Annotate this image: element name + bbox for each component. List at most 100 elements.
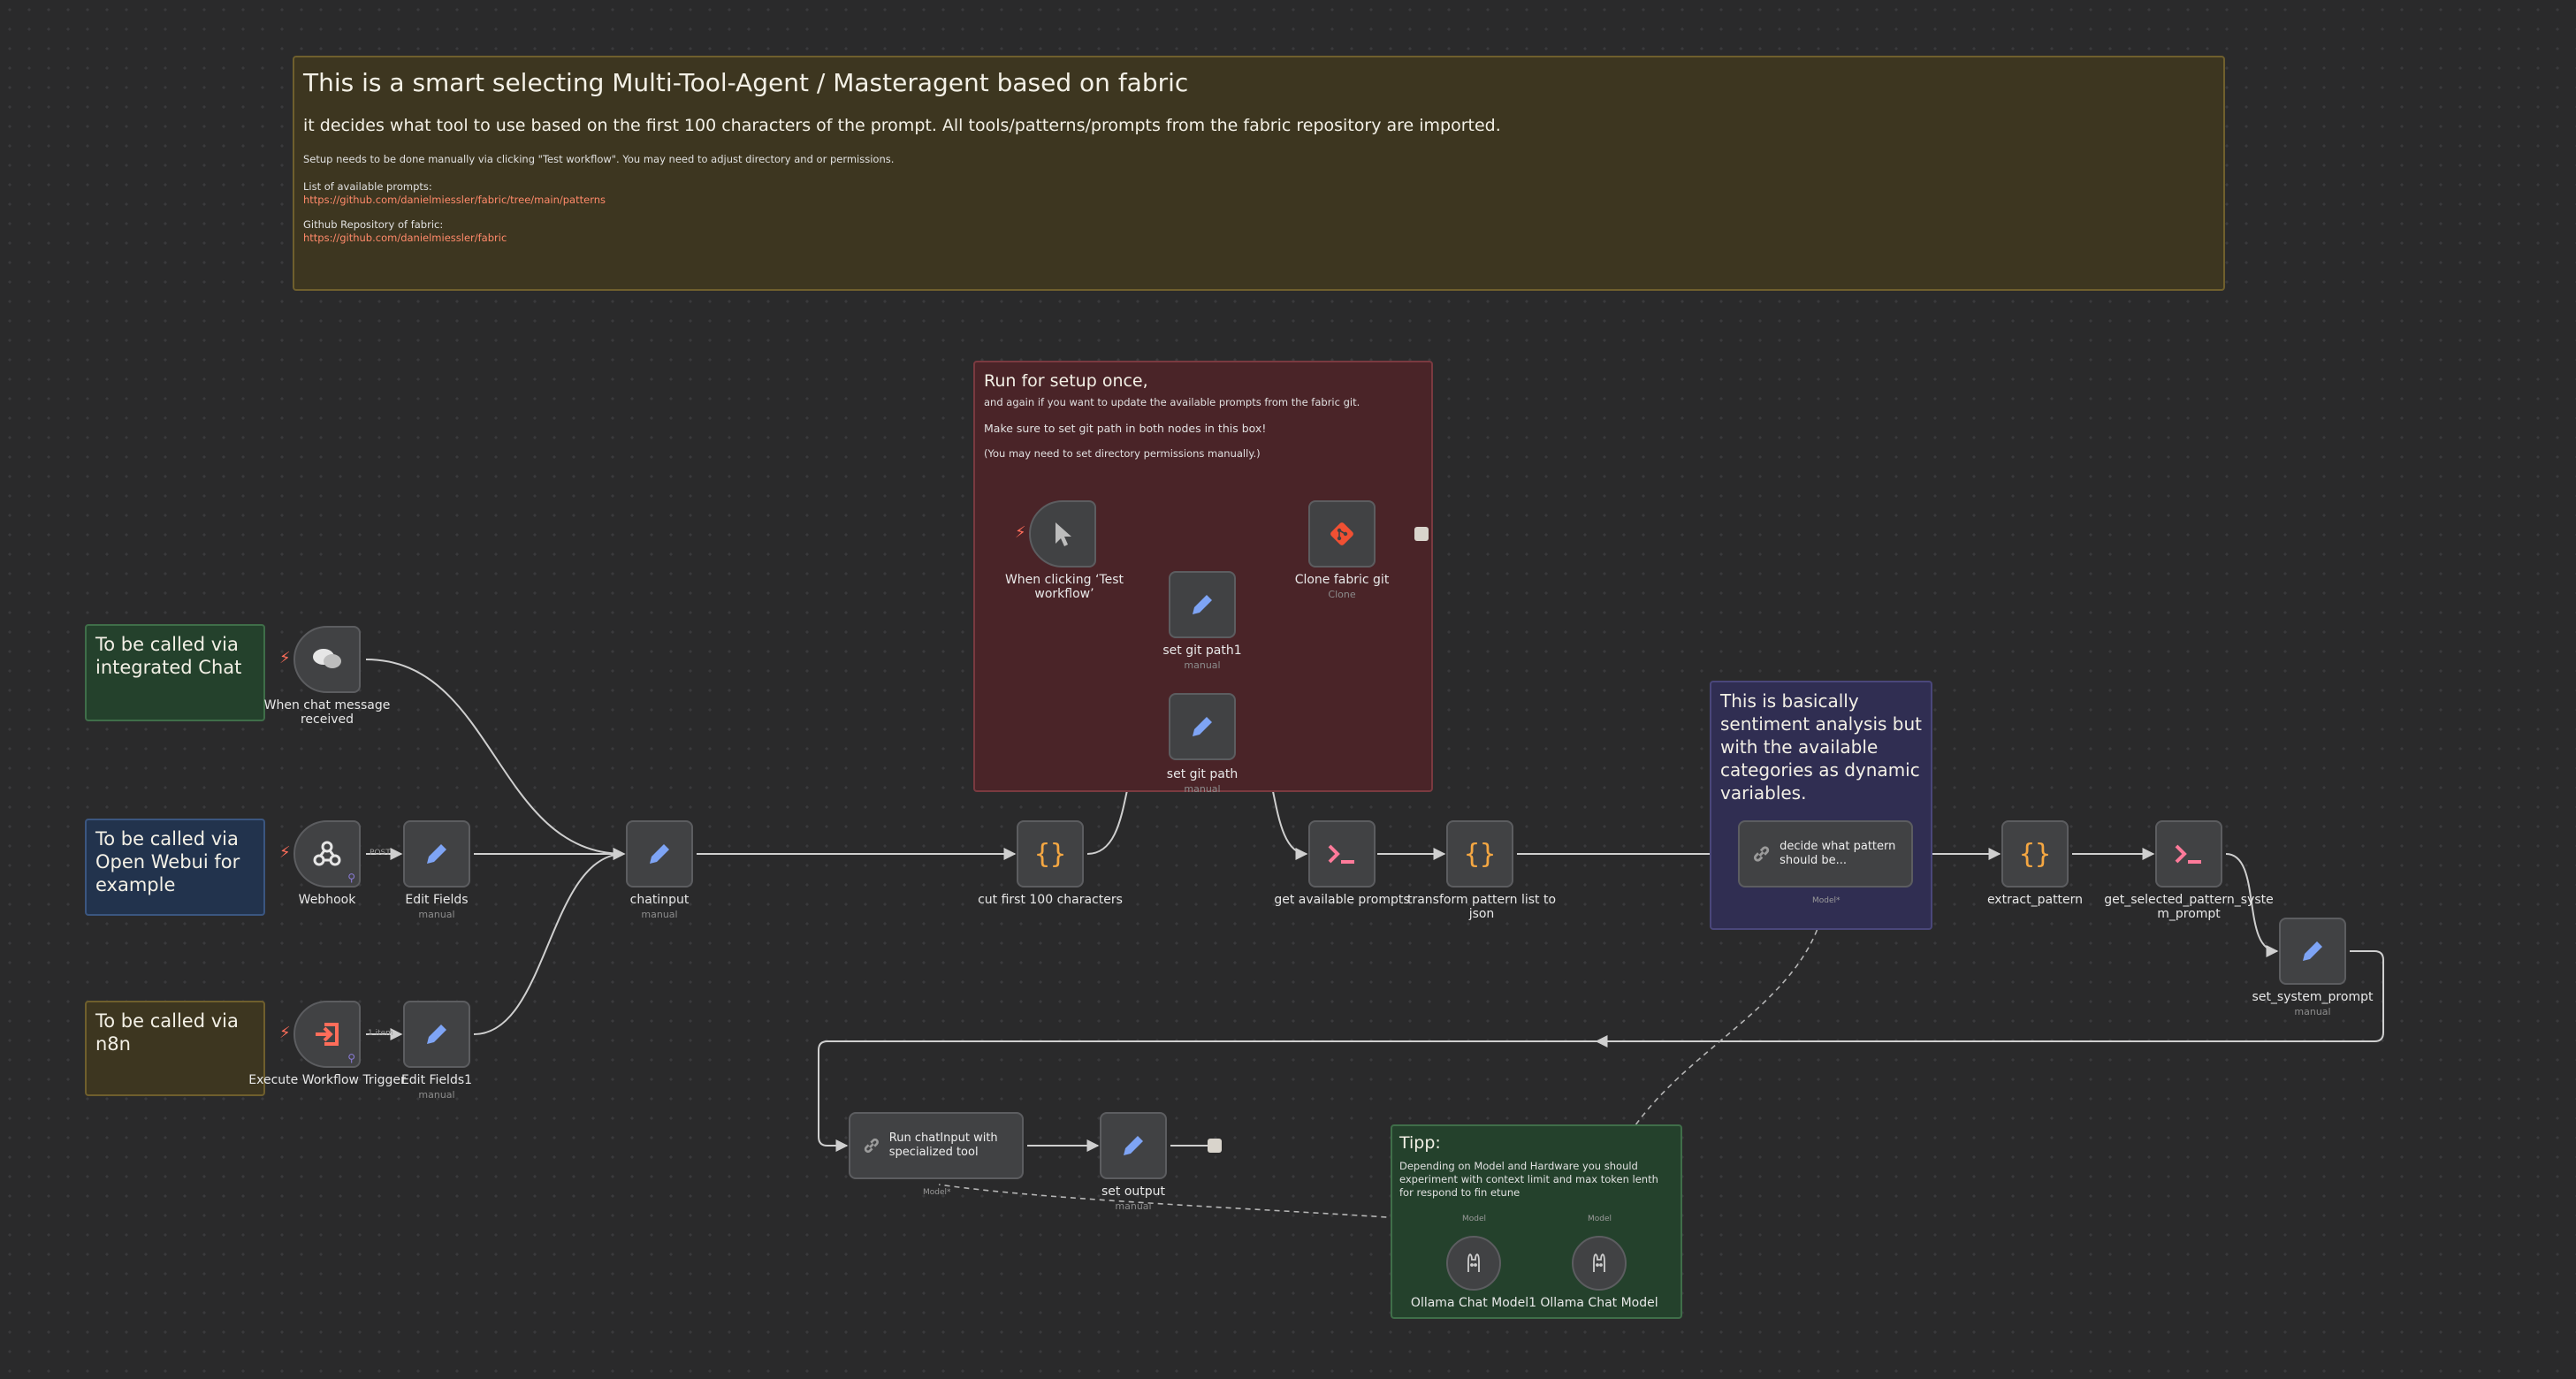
pin-icon: ⚲	[347, 872, 355, 884]
prompts-link[interactable]: https://github.com/danielmiessler/fabric…	[303, 194, 606, 206]
node-set-system-prompt[interactable]	[2279, 918, 2346, 985]
node-set-system-label: set_system_prompt	[2252, 990, 2374, 1004]
code-braces-icon: {}	[1033, 838, 1067, 870]
node-manual-trigger[interactable]	[1029, 500, 1096, 568]
node-cut-first-label: cut first 100 characters	[978, 893, 1123, 907]
node-edit-fields1-sub: manual	[418, 1089, 455, 1101]
node-ollama-chat-model1[interactable]	[1446, 1236, 1501, 1291]
node-transform[interactable]: {}	[1446, 820, 1513, 888]
ollama-llama-icon	[1467, 1253, 1480, 1272]
run-chat-model-port: Model*	[923, 1188, 951, 1197]
node-chat-trigger[interactable]	[293, 626, 361, 693]
chat-note-text: To be called via integrated Chat	[95, 634, 242, 678]
node-get-prompts[interactable]	[1308, 820, 1376, 888]
webui-note-text: To be called via Open Webui for example	[95, 828, 240, 895]
node-decide-pattern[interactable]: decide what pattern should be...	[1738, 820, 1913, 888]
node-clone-label: Clone fabric git	[1294, 573, 1390, 587]
edge-label-post: POST	[370, 849, 391, 857]
code-braces-icon: {}	[2018, 838, 2052, 870]
node-edit-fields-label: Edit Fields	[405, 893, 469, 907]
node-set-git-path-label: set git path	[1166, 767, 1238, 781]
git-icon	[1330, 522, 1353, 545]
node-edit-fields1[interactable]	[403, 1001, 470, 1068]
node-set-git-path1-label: set git path1	[1162, 644, 1242, 658]
node-set-output-label: set output	[1101, 1185, 1166, 1199]
node-ollama1-label: Ollama Chat Model1	[1410, 1296, 1537, 1310]
node-exec-trigger[interactable]: ⚲	[293, 1001, 361, 1068]
code-braces-icon: {}	[1463, 838, 1497, 870]
node-transform-label: transform pattern list to json	[1406, 893, 1557, 921]
trigger-bolt-icon: ⚡	[279, 843, 291, 862]
edge-setsystem-runchat	[818, 950, 2384, 1152]
sticky-note-main[interactable]: This is a smart selecting Multi-Tool-Age…	[293, 56, 2225, 291]
terminal-icon	[1328, 844, 1354, 864]
sticky-note-n8n[interactable]: To be called via n8n	[85, 1001, 265, 1096]
node-run-chat[interactable]: Run chatInput with specialized tool	[849, 1112, 1024, 1179]
prompts-label: List of available prompts:	[303, 180, 432, 193]
chat-bubbles-icon	[313, 649, 341, 668]
main-note-subtitle: it decides what tool to use based on the…	[303, 116, 1501, 135]
node-set-git-path1[interactable]	[1169, 571, 1236, 638]
node-set-git-path-sub: manual	[1184, 783, 1221, 795]
setup-line1: and again if you want to update the avai…	[984, 396, 1360, 408]
sentiment-note-text: This is basically sentiment analysis but…	[1720, 690, 1923, 804]
node-extract-pattern[interactable]: {}	[2001, 820, 2069, 888]
decide-model-port: Model*	[1812, 896, 1841, 905]
terminal-icon	[2175, 844, 2201, 864]
sticky-note-tipp[interactable]: Tipp: Depending on Model and Hardware yo…	[1391, 1124, 1682, 1319]
ollama1-port-label: Model	[1462, 1215, 1487, 1223]
node-edit-fields[interactable]	[403, 820, 470, 888]
edge-editfields1-chatinput	[473, 848, 626, 1035]
repo-link[interactable]: https://github.com/danielmiessler/fabric	[303, 232, 507, 244]
repo-label: Github Repository of fabric:	[303, 218, 444, 231]
sticky-note-chat[interactable]: To be called via integrated Chat	[85, 624, 265, 721]
setup-title: Run for setup once,	[984, 371, 1148, 391]
node-webhook[interactable]: ⚲	[293, 820, 361, 888]
node-manual-trigger-label: When clicking ‘Test workflow’	[1004, 573, 1124, 601]
edge-label-items: 1 item	[368, 1029, 393, 1038]
pencil-icon	[1193, 595, 1212, 614]
node-clone-git[interactable]	[1308, 500, 1376, 568]
node-set-output[interactable]	[1100, 1112, 1167, 1179]
node-webhook-label: Webhook	[298, 893, 356, 907]
node-edit-fields1-label: Edit Fields1	[400, 1073, 473, 1087]
node-get-selected-label: get_selected_pattern_system_prompt	[2104, 893, 2274, 921]
sticky-note-webui[interactable]: To be called via Open Webui for example	[85, 819, 265, 916]
node-set-output-sub: manual	[1115, 1200, 1152, 1212]
node-ollama-chat-model[interactable]	[1572, 1236, 1627, 1291]
node-set-git-path1-sub: manual	[1184, 659, 1221, 671]
node-ollama-label: Ollama Chat Model	[1540, 1296, 1658, 1310]
main-note-setup: Setup needs to be done manually via clic…	[303, 153, 895, 165]
webhook-icon	[313, 841, 341, 866]
node-set-git-path[interactable]	[1169, 693, 1236, 760]
pencil-icon	[1193, 717, 1212, 736]
node-cut-first[interactable]: {}	[1017, 820, 1084, 888]
ollama-port-label: Model	[1588, 1215, 1612, 1223]
trigger-bolt-icon: ⚡	[279, 649, 291, 667]
cursor-icon	[1056, 522, 1071, 546]
node-run-chat-label: Run chatInput with specialized tool	[888, 1131, 998, 1159]
node-chatinput[interactable]	[626, 820, 693, 888]
sign-in-icon	[316, 1023, 339, 1046]
node-chatinput-sub: manual	[641, 909, 678, 920]
pin-icon: ⚲	[347, 1052, 355, 1064]
edge-getselected-setsystem	[2225, 853, 2279, 957]
trigger-bolt-icon: ⚡	[279, 1024, 291, 1042]
pencil-icon	[650, 844, 669, 864]
node-extract-label: extract_pattern	[1986, 893, 2084, 907]
node-get-selected[interactable]	[2155, 820, 2222, 888]
pencil-icon	[1124, 1136, 1143, 1155]
add-node-handle[interactable]	[1208, 1139, 1222, 1153]
node-exec-trigger-label: Execute Workflow Trigger	[248, 1073, 406, 1087]
tipp-title: Tipp:	[1399, 1133, 1441, 1153]
sticky-note-sentiment[interactable]: This is basically sentiment analysis but…	[1710, 681, 1932, 930]
pencil-icon	[2303, 941, 2322, 961]
tipp-text: Depending on Model and Hardware you shou…	[1399, 1160, 1658, 1199]
add-node-handle[interactable]	[1414, 527, 1429, 541]
pencil-icon	[427, 1025, 446, 1044]
node-chatinput-label: chatinput	[629, 893, 690, 907]
pencil-icon	[427, 844, 446, 864]
setup-line2: Make sure to set git path in both nodes …	[984, 422, 1267, 435]
node-decide-label: decide what pattern should be...	[1780, 840, 1896, 867]
